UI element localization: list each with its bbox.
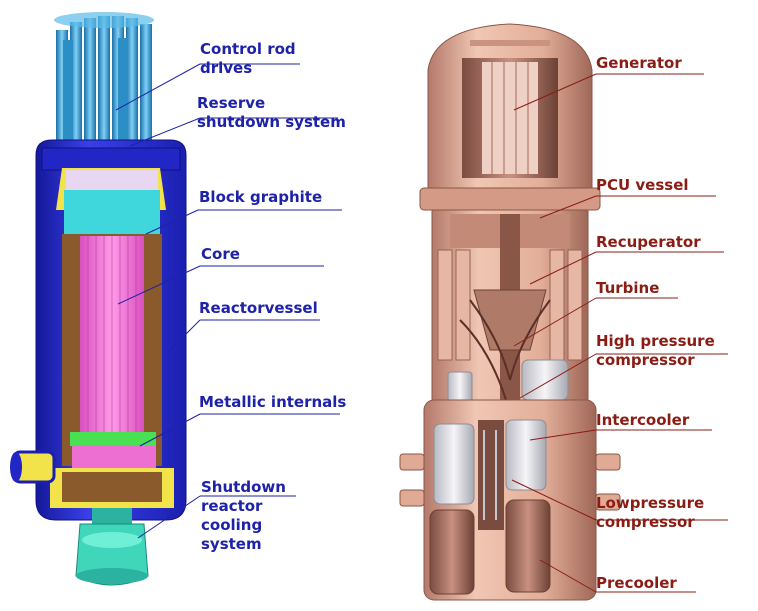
label-precooler: Precooler [596, 574, 677, 592]
label-recuperator: Recuperator [596, 233, 701, 251]
label-intercooler: Intercooler [596, 411, 690, 429]
label-core: Core [201, 245, 240, 263]
control-rod-drives-drawing [54, 12, 154, 150]
reactor-drawing [10, 12, 187, 586]
label-reactor-vessel: Reactorvessel [199, 299, 318, 317]
pcu-drawing [399, 23, 621, 601]
label-metallic-internals: Metallic internals [199, 393, 347, 411]
pcu-leader-lines [511, 73, 728, 593]
label-block-graphite: Block graphite [199, 188, 323, 206]
label-generator: Generator [596, 54, 682, 72]
reactor-leader-lines [115, 63, 342, 539]
label-turbine: Turbine [596, 279, 660, 297]
label-pcu-vessel: PCU vessel [596, 176, 689, 194]
